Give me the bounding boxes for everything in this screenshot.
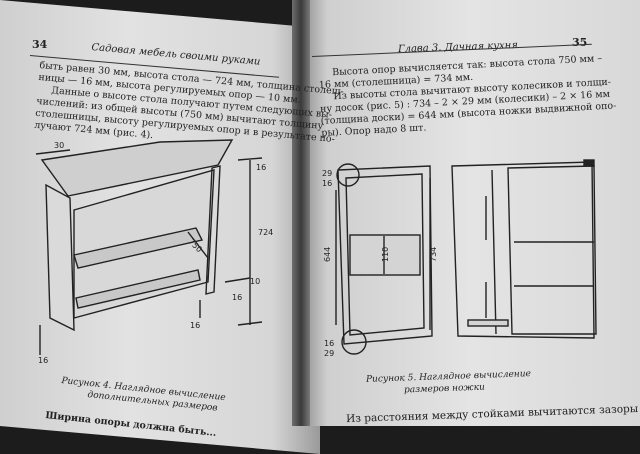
fig5-label-h2: 734 [429,247,438,262]
fig4-label-leg: 10 [250,277,260,286]
fig5-label-h: 644 [323,247,332,262]
fig4-label-t1: 16 [256,163,266,172]
fig4-label-top: 30 [54,141,64,150]
fig4-label-t2: 16 [232,293,242,302]
fig4-label-bottom: 16 [38,356,48,365]
fig4-label-height: 724 [258,228,273,237]
fig5-label-mid: 110 [381,247,390,262]
fig5-label-top2: 16 [322,179,332,188]
right-page-number: 35 [572,36,588,49]
figure-5-drawing: 29 16 644 110 734 16 29 [322,169,508,358]
fig5-label-b1: 16 [324,339,334,348]
left-page-number: 34 [32,38,48,51]
book-gutter [292,0,310,426]
fig5-label-top1: 29 [322,169,332,178]
fig4-label-b: 16 [190,321,200,330]
figure-4-drawing: 30 724 16 16 10 16 750 16 [38,140,273,365]
fig5-label-b2: 29 [324,349,334,358]
right-page [300,0,640,426]
